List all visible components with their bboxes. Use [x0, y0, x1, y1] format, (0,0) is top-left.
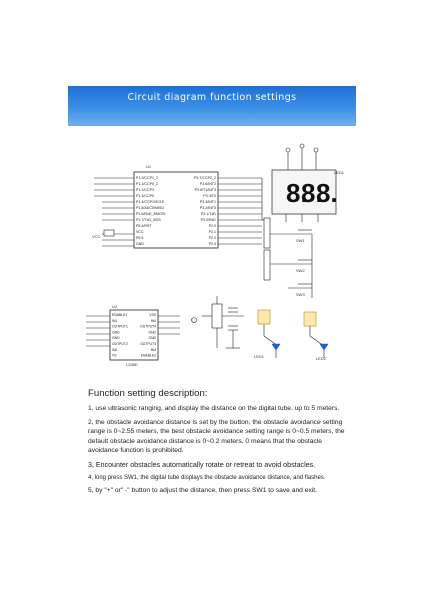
mcu-right-pin-5: P3.3/INT1 [200, 200, 216, 204]
driver-left-pin-4: GND [112, 330, 120, 334]
seg-digit-3: 8. [316, 178, 338, 208]
driver-left-pin-3: OUTPUT1 [112, 325, 128, 329]
description-title: Function setting description: [88, 388, 208, 399]
description-item-1: 1, use ultrasonic ranging, and display t… [88, 405, 340, 412]
driver-right-pin-6: OUTPUT3 [140, 342, 156, 346]
u2-label: U2 [112, 304, 118, 309]
mcu-left-pin-12: GND [136, 242, 144, 246]
mcu-bus-wires [218, 177, 268, 245]
sw3-label: SW3 [296, 292, 305, 297]
description-item-3: 3, Encounter obstacles automatically rot… [88, 460, 316, 469]
seg-label: LED1 [334, 170, 345, 175]
mcu-right-pin-8: P3.0/RxD [201, 218, 217, 222]
mcu-right-pin-2: P3.6/INT2 [200, 182, 216, 186]
mcu-chip: P1.0/CCP1_2P1.1/CCP0_2P1.2/CCP3P1.3/CCP0… [133, 171, 219, 249]
mcu-left-pin-5: P1.4/CCP1/SCLK [136, 200, 165, 204]
mcu-right-pin-6: P3.2/INT0 [200, 206, 216, 210]
driver-left-pin-7: IN2 [112, 348, 117, 352]
mcu-left-pin-9: P5.4/RST [136, 224, 152, 228]
led1-label: LED1 [254, 354, 265, 359]
buttons: SW1 SW2 SW3 [288, 229, 313, 298]
description-list: 1, use ultrasonic ranging, and display t… [88, 404, 348, 500]
description-item-5: 5, by "+" or" -" button to adjust the di… [88, 487, 318, 495]
driver-right-pin-1: VSS [149, 313, 157, 317]
description-item-2: 2, the obstacle avoidance distance is se… [88, 418, 345, 455]
sw1-label: SW1 [296, 238, 305, 243]
driver-right-pin-7: IN3 [151, 348, 156, 352]
driver-right-pin-2: IN4 [151, 319, 156, 323]
mcu-left-pin-4: P1.3/CCP0 [136, 194, 154, 198]
mcu-right-pin-7: P3.1/TxD [201, 212, 216, 216]
mcu-left-pin-3: P1.2/CCP3 [136, 188, 154, 192]
u1-label: U1 [146, 164, 152, 169]
seg-digit-2: 8. [301, 178, 323, 208]
mcu-left-pin-10: VCC [136, 230, 144, 234]
mcu-right-pin-1: P3.7/CCP2_2 [194, 176, 216, 180]
driver-right-pin-3: OUTPUT4 [140, 325, 156, 329]
sw2-label: SW2 [296, 268, 305, 273]
resistor-network [263, 217, 288, 281]
mcu-right-pin-11: P2.2 [209, 236, 216, 240]
mcu-right-pin-9: P2.0 [209, 224, 216, 228]
mcu-right-pin-12: P2.3 [209, 242, 216, 246]
circuit-schematic: P1.0/CCP1_2P1.1/CCP0_2P1.2/CCP3P1.3/CCP0… [86, 143, 345, 367]
mcu-left-pins: P1.0/CCP1_2P1.1/CCP0_2P1.2/CCP3P1.3/CCP0… [136, 176, 166, 246]
mcu-left-pin-1: P1.0/CCP1_2 [136, 176, 158, 180]
driver-right-pin-4: GND [148, 330, 156, 334]
driver-left-pin-5: GND [112, 336, 120, 340]
driver-left-pin-8: VS [112, 354, 117, 358]
mcu-right-pin-10: P2.1 [209, 230, 216, 234]
driver-name: L298D [126, 362, 138, 367]
banner-title: Circuit diagram function settings [127, 92, 297, 103]
vcc-label: VCC [92, 234, 101, 239]
motor-interface-right: LED2 [303, 311, 329, 361]
driver-left-pin-2: IN1 [112, 319, 117, 323]
mcu-left-pin-8: P1.7/TxD_3/SS [136, 218, 161, 222]
mcu-left-pin-6: P1.5/ADC5/MISO [136, 206, 164, 210]
driver-right-pin-8: ENABLE2 [141, 354, 156, 358]
driver-right-pin-5: GND [148, 336, 156, 340]
mcu-right-pin-4: P3.4/T0 [203, 194, 216, 198]
driver-left-pin-6: OUTPUT2 [112, 342, 128, 346]
left-header [94, 177, 134, 247]
driver-left-pin-1: ENABLE1 [112, 313, 127, 317]
seg-digit-1: 8. [286, 178, 308, 208]
seven-segment-display: 8. 8. 8. LED1 [271, 143, 345, 222]
mcu-left-pin-11: P5.5 [136, 236, 143, 240]
description-item-4: 4, long press SW1, the digital tube disp… [88, 474, 326, 481]
title-banner: Circuit diagram function settings [68, 86, 356, 126]
mcu-right-pins: P3.7/CCP2_2P3.6/INT2P3.5/T1/INT3P3.4/T0P… [194, 176, 216, 246]
oscillator [191, 296, 244, 349]
mcu-left-pin-2: P1.1/CCP0_2 [136, 182, 158, 186]
led2-label: LED2 [316, 356, 327, 361]
mcu-right-pin-3: P3.5/T1/INT3 [195, 188, 216, 192]
motor-interface-left: LED1 [254, 309, 281, 359]
mcu-left-pin-7: P1.6/RxD_3/MOSI [136, 212, 166, 216]
